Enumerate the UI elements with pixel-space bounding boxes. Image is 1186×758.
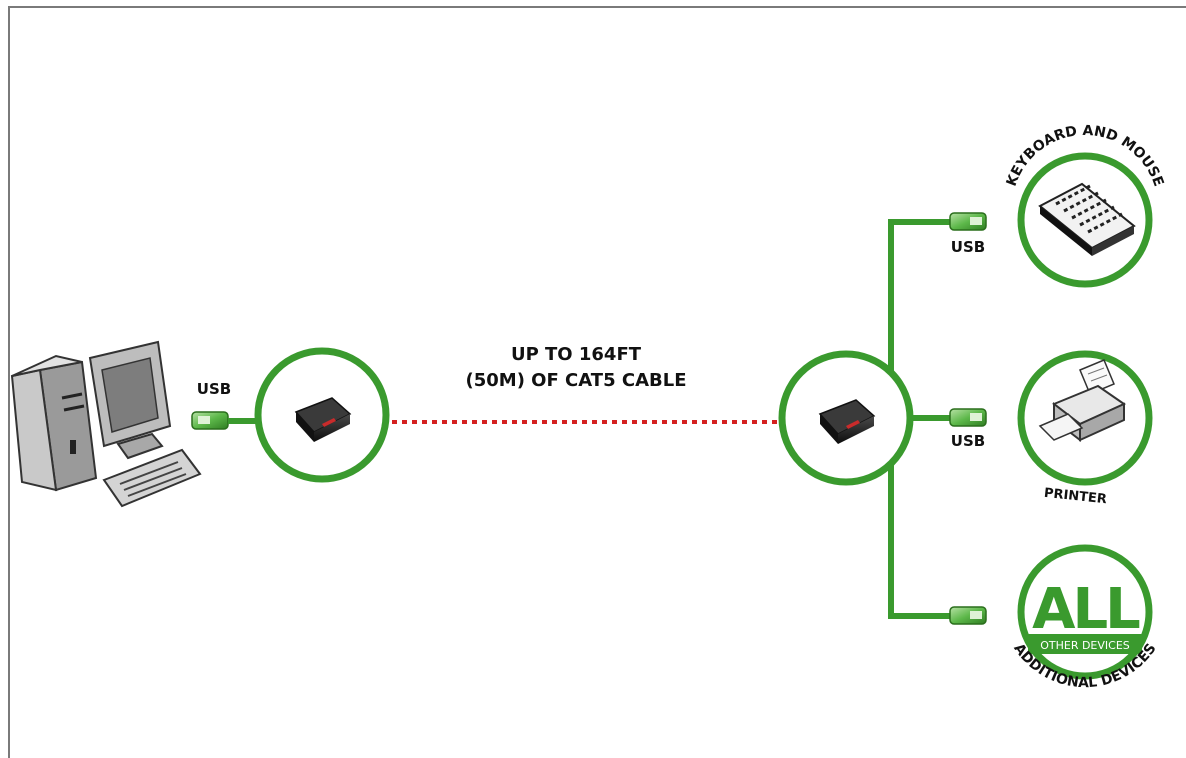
tower-drive — [61, 392, 83, 400]
tower-drive — [63, 404, 85, 412]
keyboard-usb-plug-icon — [949, 212, 987, 231]
monitor-stand — [116, 432, 164, 460]
other-devices-text: OTHER DEVICES — [1040, 639, 1130, 652]
host-keyboard-keys — [119, 461, 187, 497]
all-devices-big-text: ALL — [1032, 577, 1140, 642]
cable-length-label: UP TO 164FT — [511, 344, 642, 365]
frame-top-border — [8, 6, 1186, 8]
computer-icon — [10, 340, 202, 508]
host-keyboard — [102, 448, 202, 508]
tower-button — [70, 440, 76, 454]
remote-extender-box-icon — [818, 399, 876, 444]
keyboard-icon — [1038, 182, 1136, 256]
printer-device-label: PRINTER — [1043, 486, 1107, 508]
tower-top — [11, 354, 83, 377]
keyboard-usb-label: USB — [951, 238, 985, 256]
printer-icon — [1038, 359, 1127, 443]
printer-usb-label: USB — [951, 432, 985, 450]
host-usb-label: USB — [197, 380, 231, 398]
other-devices-band — [1028, 634, 1142, 654]
usb-branch-lines — [888, 219, 952, 619]
printer-usb-plug-icon — [949, 408, 987, 427]
additional-usb-plug-icon — [949, 606, 987, 625]
monitor-screen — [101, 357, 159, 433]
local-extender-box-icon — [294, 397, 352, 442]
frame-left-border — [8, 6, 10, 758]
cable-type-label: (50M) OF CAT5 CABLE — [466, 370, 687, 391]
host-usb-plug-icon — [191, 411, 229, 430]
